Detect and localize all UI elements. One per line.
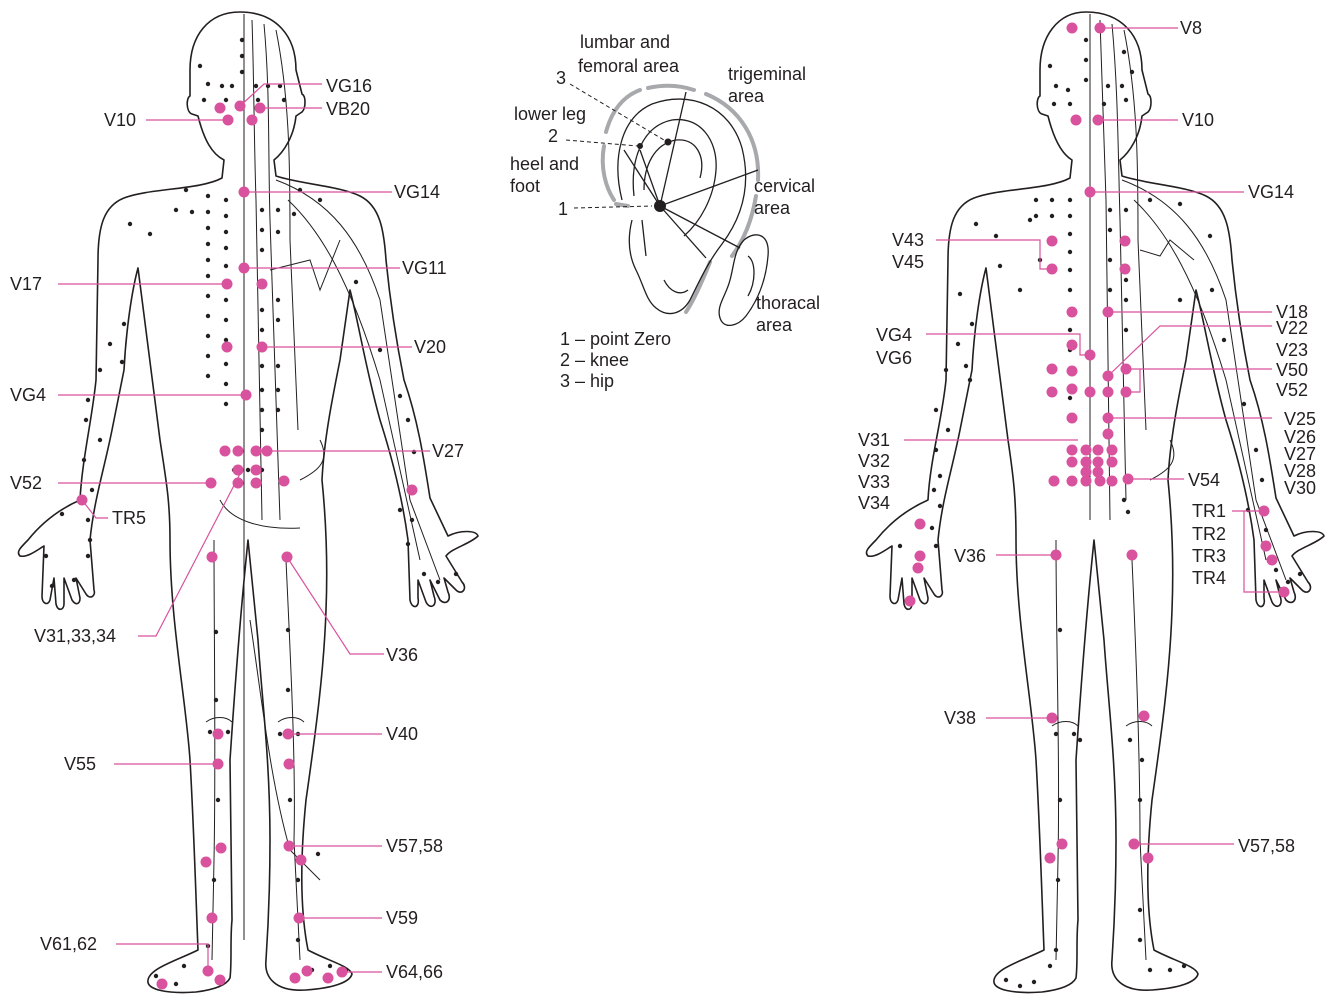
label-vg4-left: VG4 bbox=[10, 385, 46, 405]
left-labels: V10 VG16 VB20 VG14 V17 VG11 V20 VG4 V27 … bbox=[10, 76, 464, 982]
ear-marker-1: 1 bbox=[558, 199, 568, 219]
ear-zone-trigeminal: trigeminal bbox=[728, 64, 806, 84]
label-vg16-left: VG16 bbox=[326, 76, 372, 96]
right-acupoints bbox=[905, 23, 1290, 864]
label-tr5-left: TR5 bbox=[112, 508, 146, 528]
ear-diagram: lumbar and femoral area 3 trigeminal are… bbox=[510, 32, 820, 391]
label-v25-right: V25 bbox=[1284, 409, 1316, 429]
label-v40-left: V40 bbox=[386, 724, 418, 744]
label-v23-right: V23 bbox=[1276, 340, 1308, 360]
label-tr3-right: TR3 bbox=[1192, 546, 1226, 566]
label-tr4-right: TR4 bbox=[1192, 568, 1226, 588]
label-v61-62-left: V61,62 bbox=[40, 934, 97, 954]
label-v52-right: V52 bbox=[1276, 380, 1308, 400]
ear-zone-heel-2: foot bbox=[510, 176, 540, 196]
label-v20-left: V20 bbox=[414, 337, 446, 357]
label-v45-right: V45 bbox=[892, 252, 924, 272]
ear-zone-lower-leg: lower leg bbox=[514, 104, 586, 124]
label-v43-right: V43 bbox=[892, 230, 924, 250]
label-vg4-right: VG4 bbox=[876, 325, 912, 345]
label-tr1-right: TR1 bbox=[1192, 501, 1226, 521]
label-v64-66-left: V64,66 bbox=[386, 962, 443, 982]
label-v31-right: V31 bbox=[858, 430, 890, 450]
ear-legend-1: 1 – point Zero bbox=[560, 329, 671, 349]
label-v55-left: V55 bbox=[64, 754, 96, 774]
label-v33-right: V33 bbox=[858, 472, 890, 492]
label-v59-left: V59 bbox=[386, 908, 418, 928]
ear-zone-trigeminal-2: area bbox=[728, 86, 765, 106]
ear-marker-2: 2 bbox=[548, 126, 558, 146]
label-v52-left: V52 bbox=[10, 473, 42, 493]
label-vg11-left: VG11 bbox=[402, 258, 447, 278]
label-v57-58-left: V57,58 bbox=[386, 836, 443, 856]
label-v50-right: V50 bbox=[1276, 360, 1308, 380]
label-v36-right: V36 bbox=[954, 546, 986, 566]
label-v10-left: V10 bbox=[104, 110, 136, 130]
ear-zone-thoracal-2: area bbox=[756, 315, 793, 335]
label-v27-left: V27 bbox=[432, 441, 464, 461]
label-v32-right: V32 bbox=[858, 451, 890, 471]
ear-marker-3: 3 bbox=[556, 68, 566, 88]
left-body-figure: V10 VG16 VB20 VG14 V17 VG11 V20 VG4 V27 … bbox=[10, 12, 478, 993]
label-v36-left: V36 bbox=[386, 645, 418, 665]
label-v30-right: V30 bbox=[1284, 478, 1316, 498]
ear-zone-thoracal: thoracal bbox=[756, 293, 820, 313]
label-vg6-right: VG6 bbox=[876, 348, 912, 368]
ear-zone-cervical: cervical bbox=[754, 176, 815, 196]
right-labels: V8 V10 VG14 V43 V45 V18 VG4 VG6 V22 V23 … bbox=[858, 18, 1316, 856]
label-v10-right: V10 bbox=[1182, 110, 1214, 130]
label-v38-right: V38 bbox=[944, 708, 976, 728]
label-tr2-right: TR2 bbox=[1192, 524, 1226, 544]
label-vg14-left: VG14 bbox=[394, 182, 440, 202]
label-v22-right: V22 bbox=[1276, 318, 1308, 338]
right-body-figure: V8 V10 VG14 V43 V45 V18 VG4 VG6 V22 V23 … bbox=[858, 12, 1324, 993]
ear-legend-3: 3 – hip bbox=[560, 371, 614, 391]
point-zero-marker bbox=[654, 200, 666, 212]
label-vb20-left: VB20 bbox=[326, 99, 370, 119]
label-vg14-right: VG14 bbox=[1248, 182, 1294, 202]
ear-zone-heel: heel and bbox=[510, 154, 579, 174]
ear-zone-lumbar: lumbar and bbox=[580, 32, 670, 52]
label-v54-right: V54 bbox=[1188, 470, 1220, 490]
label-v31-33-34-left: V31,33,34 bbox=[34, 626, 116, 646]
label-v8-right: V8 bbox=[1180, 18, 1202, 38]
label-v17-left: V17 bbox=[10, 274, 42, 294]
label-v34-right: V34 bbox=[858, 493, 890, 513]
ear-zone-lumbar-2: femoral area bbox=[578, 56, 680, 76]
ear-legend-2: 2 – knee bbox=[560, 350, 629, 370]
ear-zone-cervical-2: area bbox=[754, 198, 791, 218]
label-v57-58-right: V57,58 bbox=[1238, 836, 1295, 856]
